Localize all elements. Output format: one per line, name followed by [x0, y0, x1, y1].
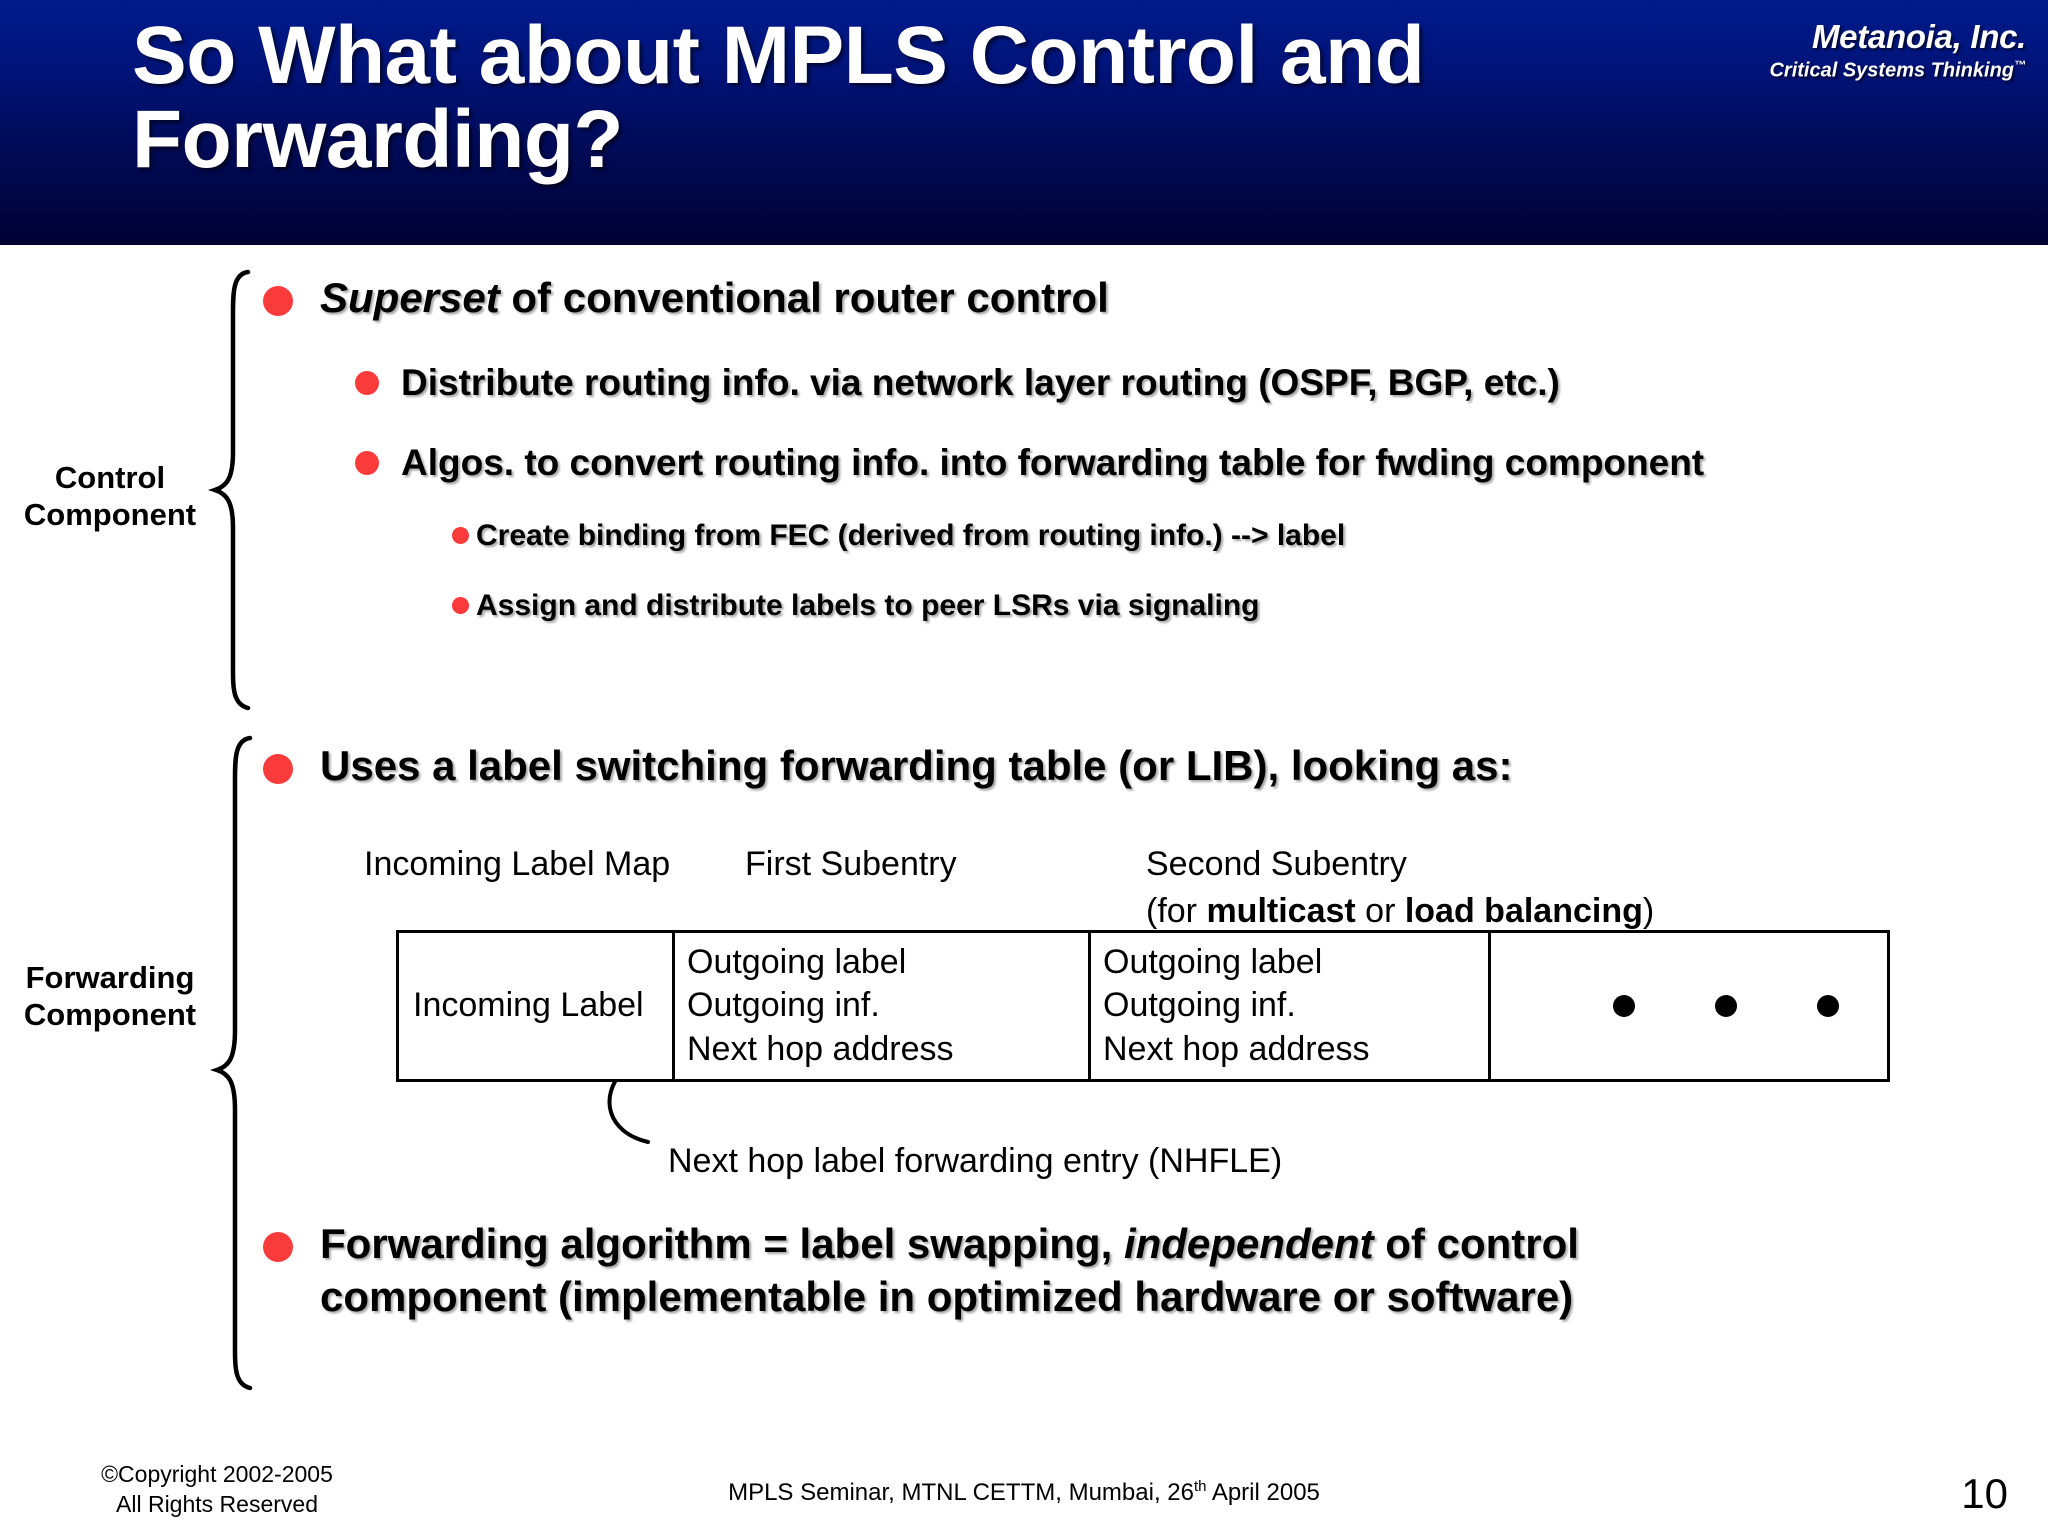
bullet-assign-distribute-labels-text: Assign and distribute labels to peer LSR… — [476, 589, 1260, 622]
copyright-line-1: ©Copyright 2002-2005 — [101, 1461, 333, 1487]
seminar-ordinal-suffix: th — [1193, 1478, 1207, 1495]
bullet-dot-icon — [355, 371, 379, 395]
trademark-symbol: ™ — [2014, 58, 2026, 72]
bullet-superset-text: Superset of conventional router control — [320, 272, 1109, 325]
bullet-assign-distribute-labels: Assign and distribute labels to peer LSR… — [452, 588, 2012, 624]
note-load-balancing: load balancing — [1404, 892, 1643, 930]
bullet-superset-rest: of conventional router control — [499, 274, 1109, 321]
brand-tagline-text: Critical Systems Thinking — [1769, 59, 2014, 82]
table-cell-more-subentries — [1491, 933, 1887, 1079]
control-label-line1: Control — [54, 460, 166, 495]
lib-forwarding-table: Incoming Label Outgoing label Outgoing i… — [396, 930, 1890, 1082]
bullet-distribute-routing-info: Distribute routing info. via network lay… — [355, 360, 2035, 405]
fwd-alg-part1: Forwarding algorithm = label swapping, — [320, 1220, 1124, 1267]
table-header-second-subentry-note: (for multicast or load balancing) — [1146, 890, 1654, 934]
table-cell-incoming-label-text: Incoming Label — [413, 986, 644, 1025]
note-multicast: multicast — [1206, 892, 1356, 930]
forwarding-component-brace — [209, 735, 253, 1391]
first-subentry-next-hop-address: Next hop address — [687, 1029, 954, 1068]
bullet-algos-convert-text: Algos. to convert routing info. into for… — [401, 442, 1705, 483]
bullet-dot-icon — [452, 597, 469, 614]
first-subentry-outgoing-label: Outgoing label — [687, 942, 907, 981]
first-subentry-outgoing-inf: Outgoing inf. — [687, 986, 880, 1025]
seminar-pre: MPLS Seminar, MTNL CETTM, Mumbai, 26 — [728, 1479, 1194, 1506]
ellipsis-dot-icon — [1613, 995, 1635, 1017]
second-subentry-outgoing-label: Outgoing label — [1103, 942, 1323, 981]
note-post: ) — [1642, 892, 1655, 930]
table-header-second-subentry: Second Subentry — [1146, 845, 1407, 883]
fwd-alg-part2: of control — [1373, 1220, 1579, 1267]
bullet-label-switching-table-text: Uses a label switching forwarding table … — [320, 742, 1513, 789]
page-title: So What about MPLS Control and Forwardin… — [132, 10, 1425, 185]
note-pre: (for — [1146, 892, 1207, 930]
table-cell-second-subentry: Outgoing label Outgoing inf. Next hop ad… — [1091, 933, 1491, 1079]
side-label-forwarding-component: Forwarding Component — [0, 960, 225, 1033]
bullet-forwarding-algorithm: Forwarding algorithm = label swapping, i… — [263, 1218, 1983, 1323]
seminar-post: April 2005 — [1206, 1479, 1320, 1506]
brand-tagline: Critical Systems Thinking™ — [1769, 58, 2026, 83]
bullet-forwarding-algorithm-text: Forwarding algorithm = label swapping, i… — [320, 1218, 1579, 1323]
bullet-distribute-routing-info-text: Distribute routing info. via network lay… — [401, 362, 1560, 403]
note-mid: or — [1355, 892, 1405, 930]
table-cell-first-subentry: Outgoing label Outgoing inf. Next hop ad… — [675, 933, 1091, 1079]
control-label-line2: Component — [23, 496, 197, 532]
bullet-dot-icon — [355, 451, 379, 475]
bullet-create-binding-fec-text: Create binding from FEC (derived from ro… — [476, 519, 1346, 552]
second-subentry-next-hop-address: Next hop address — [1103, 1029, 1370, 1068]
table-header-first-subentry: First Subentry — [745, 845, 957, 883]
second-subentry-outgoing-inf: Outgoing inf. — [1103, 986, 1296, 1025]
side-label-control-component: Control Component — [0, 460, 225, 533]
fwd-alg-line2: component (implementable in optimized ha… — [320, 1272, 1574, 1320]
bullet-dot-icon — [452, 527, 469, 544]
bullet-superset: Superset of conventional router control — [263, 272, 1963, 325]
copyright-line-2: All Rights Reserved — [116, 1490, 318, 1517]
seminar-footer: MPLS Seminar, MTNL CETTM, Mumbai, 26th A… — [0, 1478, 2048, 1507]
bullet-superset-emphasis: Superset — [320, 274, 500, 321]
nhfle-callout-label: Next hop label forwarding entry (NHFLE) — [668, 1142, 1283, 1180]
brand-name: Metanoia, Inc. — [1811, 18, 2026, 55]
bullet-dot-icon — [263, 1232, 293, 1262]
bullet-algos-convert: Algos. to convert routing info. into for… — [355, 440, 2048, 485]
slide-page-number: 10 — [1961, 1470, 2008, 1517]
ellipsis-dot-icon — [1817, 995, 1839, 1017]
copyright-notice: ©Copyright 2002-2005 All Rights Reserved — [52, 1460, 382, 1520]
fwd-alg-independent: independent — [1123, 1220, 1374, 1267]
brand-logo: Metanoia, Inc. Critical Systems Thinking… — [1769, 18, 2026, 83]
title-banner: So What about MPLS Control and Forwardin… — [0, 0, 2048, 245]
bullet-dot-icon — [263, 286, 293, 316]
ellipsis-dot-icon — [1715, 995, 1737, 1017]
bullet-label-switching-table: Uses a label switching forwarding table … — [263, 740, 1983, 793]
forwarding-label-line2: Component — [23, 996, 197, 1032]
table-header-incoming-label-map: Incoming Label Map — [364, 845, 671, 883]
bullet-dot-icon — [263, 754, 293, 784]
table-cell-incoming-label: Incoming Label — [399, 933, 675, 1079]
bullet-create-binding-fec: Create binding from FEC (derived from ro… — [452, 518, 2012, 554]
forwarding-label-line1: Forwarding — [25, 960, 195, 995]
